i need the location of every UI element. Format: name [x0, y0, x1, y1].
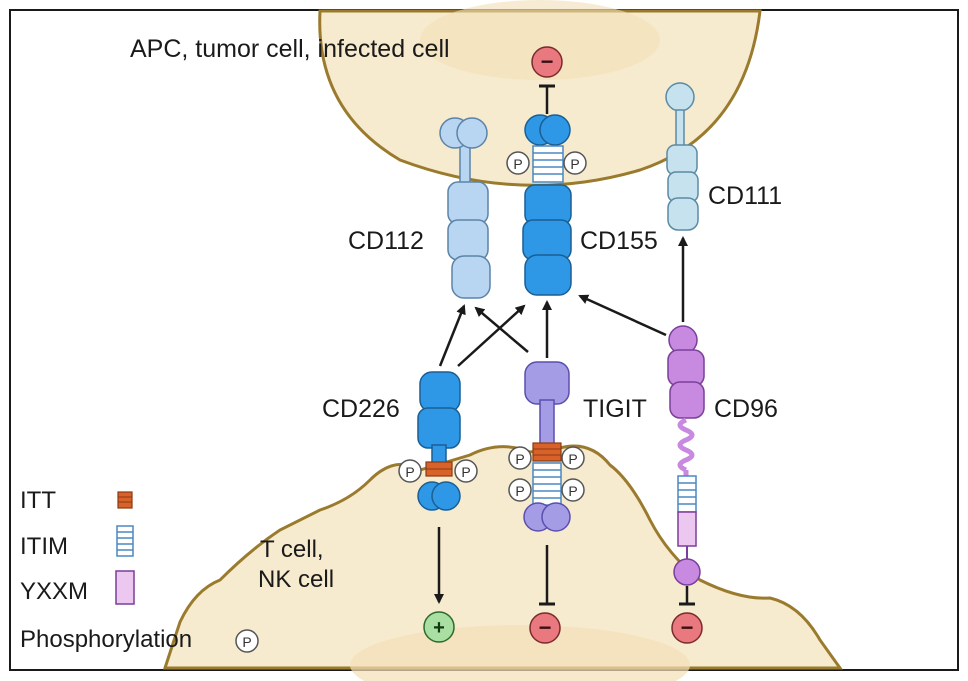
legend-yxxm-swatch: [115, 570, 135, 605]
cd96-itim: [677, 475, 697, 513]
cd111-label: CD111: [708, 182, 783, 210]
tigit-phospho-upper-left-label: P: [515, 451, 524, 467]
bottom-cell-label-line2: NK cell: [258, 566, 335, 593]
legend-itim-label: ITIM: [20, 533, 68, 560]
cd112-label: CD112: [348, 227, 424, 255]
tigit-phospho-lower-right-label: P: [568, 483, 577, 499]
legend-phospho-swatch: P: [235, 629, 259, 653]
legend-yxxm-label: YXXM: [20, 578, 89, 605]
cd96-stalk-coil: [677, 417, 695, 473]
tigit-phospho-lower-left: P: [508, 478, 532, 502]
tigit-phospho-lower-right: P: [561, 478, 585, 502]
cd226-phospho-left: P: [398, 459, 422, 483]
cd111-molecule: [665, 82, 699, 231]
cd155-minus-sign: [531, 46, 563, 78]
cd96-minus-sign: [671, 612, 703, 644]
legend-phospho-symbol: P: [242, 634, 251, 650]
cd96-inhibition: −: [671, 586, 703, 644]
cd155-minus-label: −: [541, 49, 554, 74]
legend-itim-swatch: [116, 525, 134, 557]
cd155-label: CD155: [580, 227, 658, 255]
cd155-inhibition: −: [531, 46, 563, 114]
cd96-molecule: [667, 325, 705, 586]
cd155-phospho-left-label: P: [513, 156, 522, 172]
cd226-label: CD226: [322, 395, 400, 423]
cd112-molecule: [439, 117, 491, 299]
tigit-phospho-upper-right: P: [561, 446, 585, 470]
cd96-minus-label: −: [681, 615, 694, 640]
tigit-itt: [532, 442, 562, 462]
top-cell-label: APC, tumor cell, infected cell: [130, 35, 450, 63]
interaction-arrows: [438, 236, 688, 367]
tigit-phospho-lower-left-label: P: [515, 483, 524, 499]
cd226-plus-label: +: [433, 617, 445, 639]
cd155-phospho-right-label: P: [570, 156, 579, 172]
tigit-label: TIGIT: [583, 395, 647, 423]
legend-itt-label: ITT: [20, 487, 56, 514]
top-cell-nucleus: [420, 0, 660, 80]
cd226-phospho-left-label: P: [405, 464, 414, 480]
arrow-tigit-to-cd112: [474, 306, 529, 353]
tigit-molecule: [523, 361, 571, 532]
cd226-plus-sign: [423, 611, 455, 643]
cd226-molecule: [417, 371, 461, 511]
arrow-cd96-to-cd155: [578, 294, 667, 337]
cd155-phospho-left: P: [506, 151, 530, 175]
arrow-cd226-to-cd112: [438, 304, 466, 367]
cd155-phospho-right: P: [563, 151, 587, 175]
cd155-itim: [532, 145, 564, 183]
tigit-phospho-upper-left: P: [508, 446, 532, 470]
tigit-minus-label: −: [539, 615, 552, 640]
tigit-minus-sign: [529, 612, 561, 644]
legend-phosphorylation-label: Phosphorylation: [20, 626, 193, 653]
cd96-label: CD96: [714, 395, 778, 423]
cd155-molecule: [522, 114, 572, 296]
tigit-phospho-upper-right-label: P: [568, 451, 577, 467]
arrow-cd226-to-cd155: [457, 304, 526, 367]
cd226-activation: +: [423, 527, 455, 643]
cd96-yxxm: [677, 511, 697, 547]
top-cell: [318, 0, 762, 187]
legend-itt-swatch: [117, 491, 133, 509]
cd226-phospho-right-label: P: [461, 464, 470, 480]
tigit-inhibition: −: [529, 545, 561, 644]
cd226-phospho-right: P: [454, 459, 478, 483]
bottom-cell-label-line1: T cell,: [260, 536, 324, 563]
